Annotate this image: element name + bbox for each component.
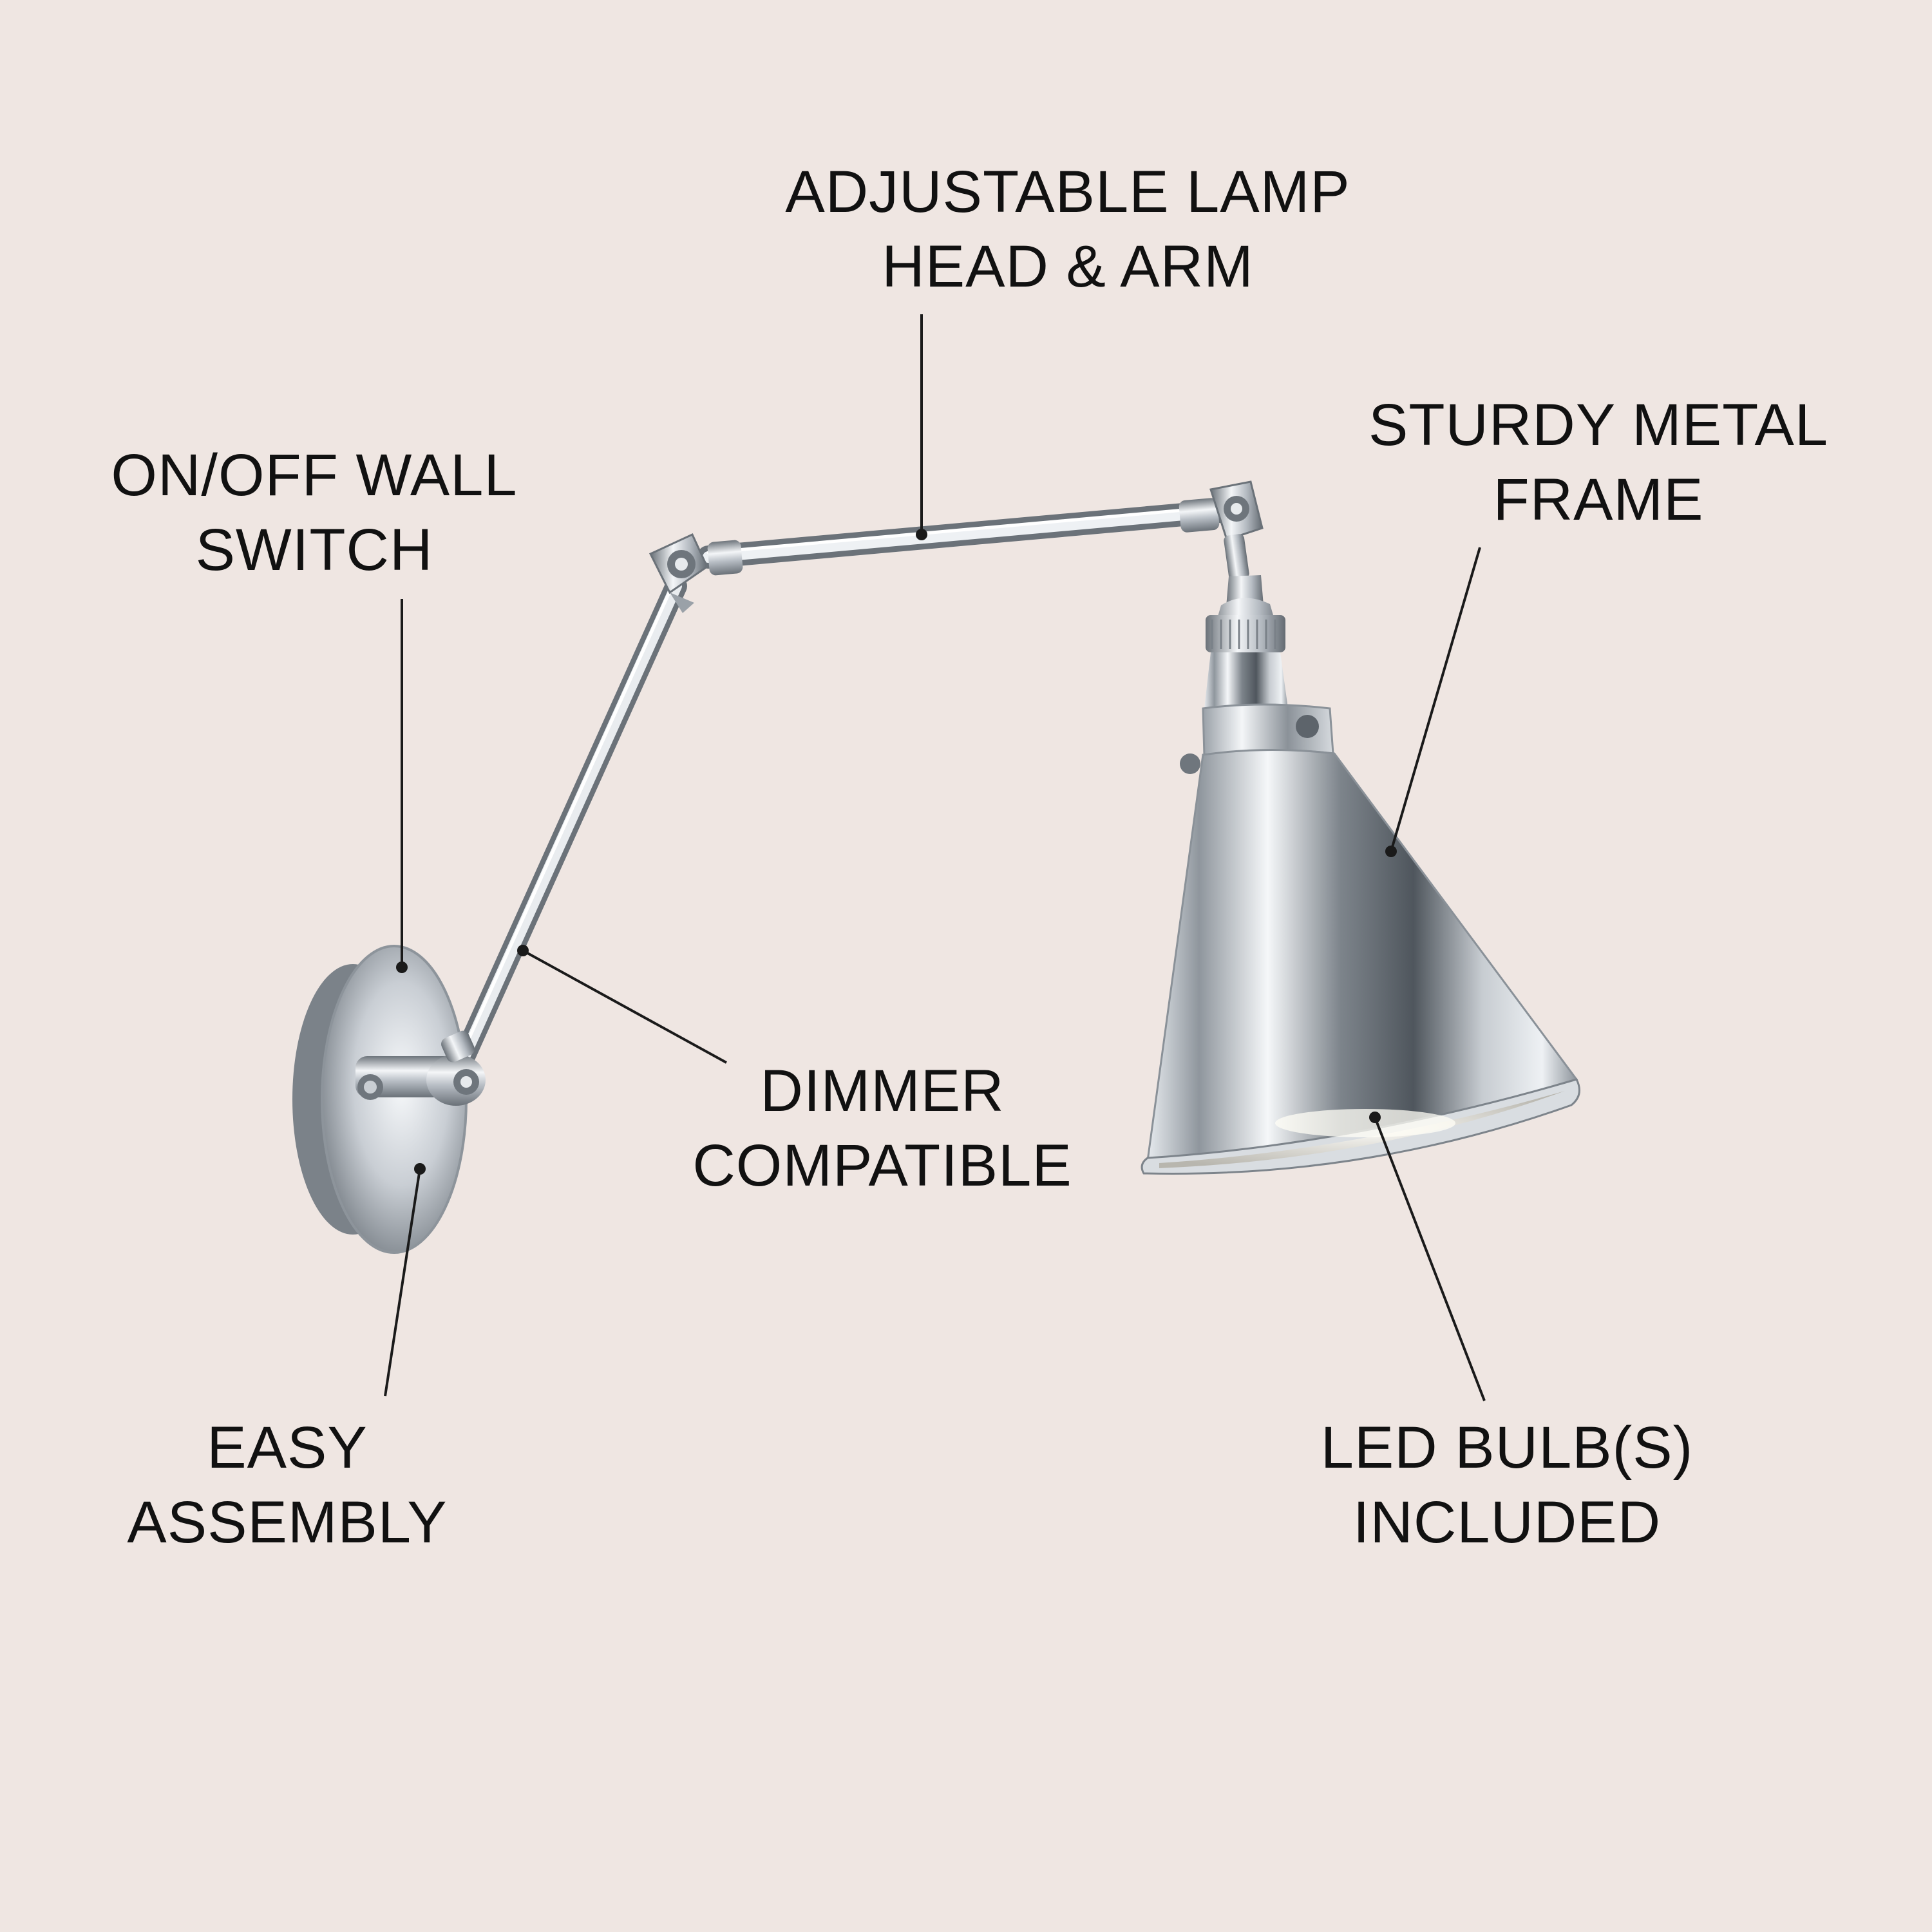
upper-arm — [697, 498, 1238, 576]
shade-band — [1180, 703, 1334, 774]
leader-dot-assembly — [414, 1163, 426, 1175]
callout-dimmer-line1: DIMMER — [760, 1058, 1005, 1124]
leader-bulb — [1374, 1117, 1486, 1401]
leader-dot-dimmer — [517, 945, 529, 956]
callout-assembly-line2: ASSEMBLY — [127, 1490, 448, 1555]
callout-adjustable-line1: ADJUSTABLE LAMP — [785, 159, 1350, 225]
callout-assembly: EASY ASSEMBLY — [127, 1410, 447, 1560]
shade-screw-icon — [1296, 715, 1319, 738]
callout-assembly-line1: EASY — [207, 1415, 368, 1481]
callout-adjustable-line2: HEAD & ARM — [882, 234, 1254, 299]
leader-assembly — [384, 1168, 421, 1397]
callout-dimmer-line2: COMPATIBLE — [692, 1133, 1072, 1198]
elbow-pivot-icon — [649, 533, 708, 613]
leader-dimmer — [521, 949, 727, 1064]
callout-switch: ON/OFF WALL SWITCH — [111, 438, 517, 587]
callout-frame-line1: STURDY METAL — [1368, 392, 1829, 458]
leader-dots — [396, 529, 1397, 1175]
callout-dimmer: DIMMER COMPATIBLE — [692, 1054, 1072, 1203]
leader-dot-adjustable — [916, 529, 927, 540]
mount-screw-cap — [364, 1081, 377, 1094]
leader-lines — [384, 314, 1486, 1401]
leader-dot-frame — [1385, 846, 1397, 857]
leader-dot-switch — [396, 961, 408, 973]
shade-inner — [1159, 1091, 1565, 1168]
lower-arm — [446, 575, 687, 1083]
plate-pivot-icon — [426, 1030, 486, 1106]
callout-switch-line2: SWITCH — [195, 517, 433, 583]
wall-plate-face — [322, 946, 466, 1253]
side-screw-icon — [1180, 753, 1200, 774]
lamp-shade — [1141, 748, 1580, 1175]
callout-adjustable: ADJUSTABLE LAMP HEAD & ARM — [785, 155, 1350, 304]
callout-bulb: LED BULB(S) INCLUDED — [1321, 1410, 1694, 1560]
callout-frame: STURDY METAL FRAME — [1368, 388, 1828, 537]
callout-frame-line2: FRAME — [1493, 467, 1704, 533]
callout-bulb-line1: LED BULB(S) — [1320, 1415, 1694, 1481]
leader-dot-bulb — [1369, 1112, 1381, 1123]
callout-bulb-line2: INCLUDED — [1352, 1490, 1662, 1555]
socket-cap — [1204, 575, 1288, 708]
callout-switch-line1: ON/OFF WALL — [111, 442, 518, 508]
head-pivot-icon — [1209, 480, 1264, 580]
leader-frame — [1390, 547, 1481, 852]
bulb-glow — [1275, 1109, 1455, 1137]
